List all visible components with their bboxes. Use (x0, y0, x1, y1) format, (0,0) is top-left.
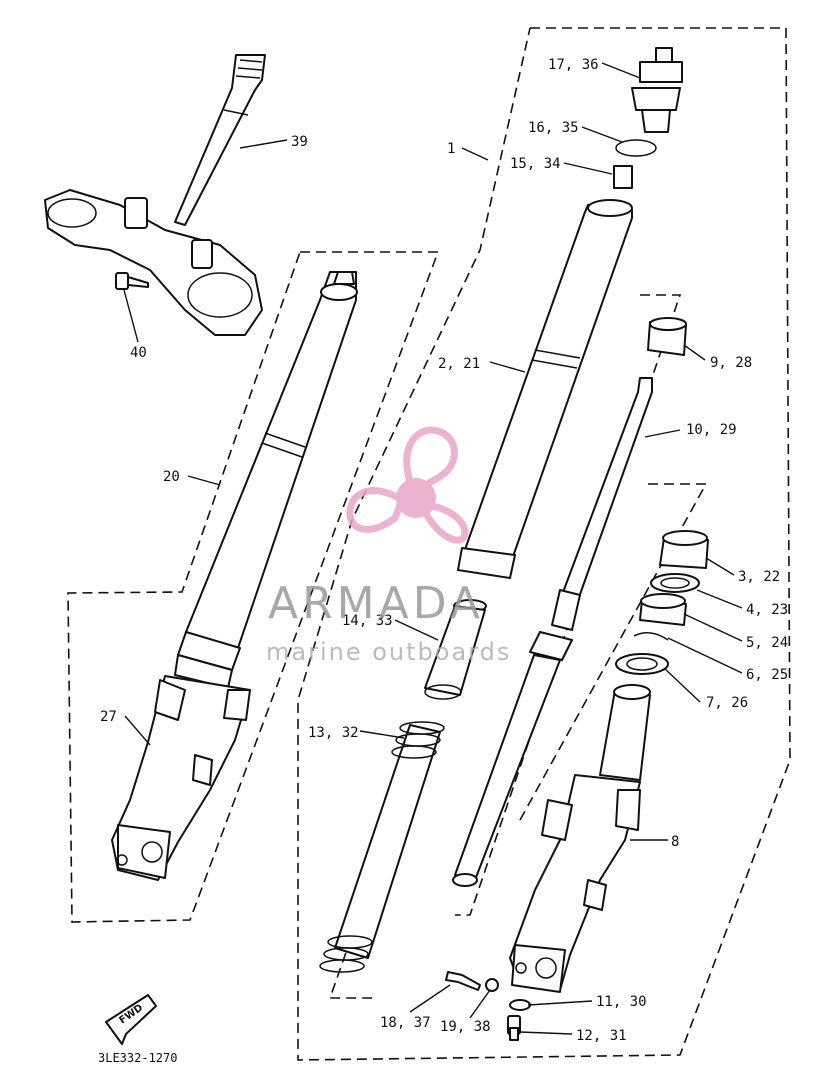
part-labels: 1 17, 36 16, 35 15, 34 39 40 2, 21 9, 28… (100, 57, 788, 1044)
label-39: 39 (291, 134, 308, 150)
label-14-33: 14, 33 (342, 613, 393, 629)
spacer-collar (647, 317, 687, 356)
watermark: ARMADA marine outboards (266, 426, 511, 666)
damper-rod (452, 377, 653, 887)
label-3-22: 3, 22 (738, 569, 780, 585)
label-11-30: 11, 30 (596, 994, 647, 1010)
label-10-29: 10, 29 (686, 422, 737, 438)
diagram-code: 3LE332-1270 (98, 1051, 177, 1065)
outline-damper-rod (455, 294, 682, 916)
label-13-32: 13, 32 (308, 725, 359, 741)
label-17-36: 17, 36 (548, 57, 599, 73)
propeller-blade-top (403, 426, 458, 492)
label-2-21: 2, 21 (438, 356, 480, 372)
bolt-40 (115, 272, 149, 290)
label-5-24: 5, 24 (746, 635, 788, 651)
leader-lines (123, 62, 743, 1035)
propeller-blade-left (346, 487, 407, 533)
right-slider (509, 684, 651, 993)
label-15-34: 15, 34 (510, 156, 561, 172)
label-1: 1 (447, 141, 455, 157)
label-12-31: 12, 31 (576, 1028, 627, 1044)
under-bracket (44, 54, 266, 336)
watermark-subtitle: marine outboards (266, 638, 511, 666)
cap-bolt (613, 47, 683, 189)
fork-spring (319, 721, 445, 973)
propeller-blade-right (420, 502, 469, 544)
label-20: 20 (163, 469, 180, 485)
label-16-35: 16, 35 (528, 120, 579, 136)
label-19-38: 19, 38 (440, 1019, 491, 1035)
label-7-26: 7, 26 (706, 695, 748, 711)
fwd-arrow: FWD (105, 994, 157, 1045)
label-4-23: 4, 23 (746, 602, 788, 618)
propeller-hub (396, 478, 436, 518)
label-40: 40 (130, 345, 147, 361)
seal-stack (615, 530, 709, 675)
outline-left-fork (67, 251, 440, 923)
taper-spindle (424, 599, 487, 700)
label-18-37: 18, 37 (380, 1015, 431, 1031)
watermark-title: ARMADA (268, 578, 484, 629)
outline-right-fork (297, 27, 791, 1061)
label-9-28: 9, 28 (710, 355, 752, 371)
outer-tube (457, 199, 633, 579)
small-hardware (445, 971, 531, 1041)
label-27: 27 (100, 709, 117, 725)
label-8: 8 (671, 834, 679, 850)
left-fork-assembly (111, 271, 358, 881)
outline-slider-group (519, 483, 708, 821)
label-6-25: 6, 25 (746, 667, 788, 683)
propeller-logo (346, 426, 469, 544)
